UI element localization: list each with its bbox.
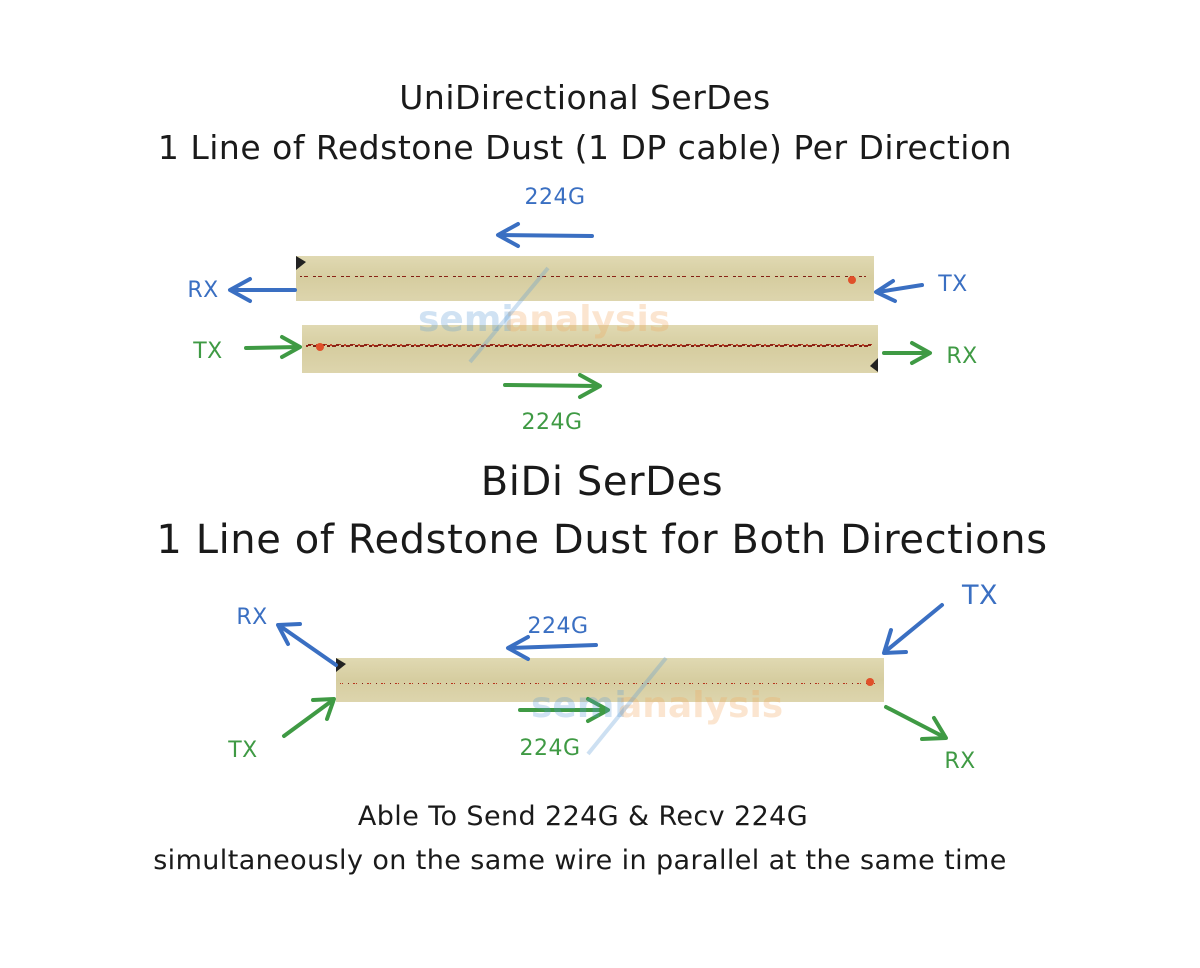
- bidi-upper-rate-label: 224G: [527, 614, 588, 639]
- uni-bottom-right-label: RX: [946, 344, 977, 369]
- bidi-subheading: 1 Line of Redstone Dust for Both Directi…: [156, 517, 1047, 563]
- footer-line-2: simultaneously on the same wire in paral…: [153, 845, 1007, 876]
- bidi-bottom-right-label: RX: [944, 749, 975, 774]
- bidi-upper-rate-arrow: [506, 635, 598, 661]
- svg-text:analysis: analysis: [618, 685, 783, 726]
- bidi-lower-rate-arrow: [518, 697, 610, 723]
- bidi-top-right-label: TX: [961, 580, 998, 611]
- svg-text:analysis: analysis: [505, 299, 670, 340]
- uni-tx-in-arrow-green: [244, 335, 302, 359]
- bidi-tx-in-arrow-blue: [882, 603, 944, 655]
- uni-bottom-left-label: TX: [192, 339, 223, 364]
- footer-line-1: Able To Send 224G & Recv 224G: [358, 801, 808, 832]
- watermark-top: semi analysis: [418, 266, 670, 364]
- bidi-rx-out-arrow: [276, 622, 338, 667]
- bidi-wire: [336, 658, 884, 702]
- bidi-lower-rate-label: 224G: [519, 736, 580, 761]
- bidi-top-left-label: RX: [236, 605, 267, 630]
- watermark-bottom: semi analysis: [531, 656, 783, 756]
- uni-tx-in-arrow: [874, 279, 924, 303]
- uni-rx-out-arrow: [228, 277, 297, 303]
- uni-bottom-wire: [302, 325, 878, 373]
- uni-top-wire: [296, 256, 874, 301]
- bidi-tx-in-arrow: [282, 697, 336, 738]
- uni-subheading: 1 Line of Redstone Dust (1 DP cable) Per…: [158, 128, 1012, 167]
- uni-top-rate-label: 224G: [524, 185, 585, 210]
- uni-bottom-rate-label: 224G: [521, 410, 582, 435]
- uni-heading: UniDirectional SerDes: [399, 78, 770, 117]
- bidi-bottom-left-label: TX: [227, 738, 258, 763]
- svg-text:semi: semi: [418, 299, 514, 340]
- uni-bottom-rate-arrow: [503, 373, 602, 399]
- bidi-rx-out-arrow-green: [884, 705, 948, 741]
- uni-top-left-label: RX: [187, 278, 218, 303]
- bidi-heading: BiDi SerDes: [481, 459, 723, 505]
- svg-text:semi: semi: [531, 685, 627, 726]
- uni-rx-out-arrow-green: [882, 341, 932, 365]
- uni-top-right-label: TX: [937, 272, 968, 297]
- uni-top-rate-arrow: [496, 222, 594, 248]
